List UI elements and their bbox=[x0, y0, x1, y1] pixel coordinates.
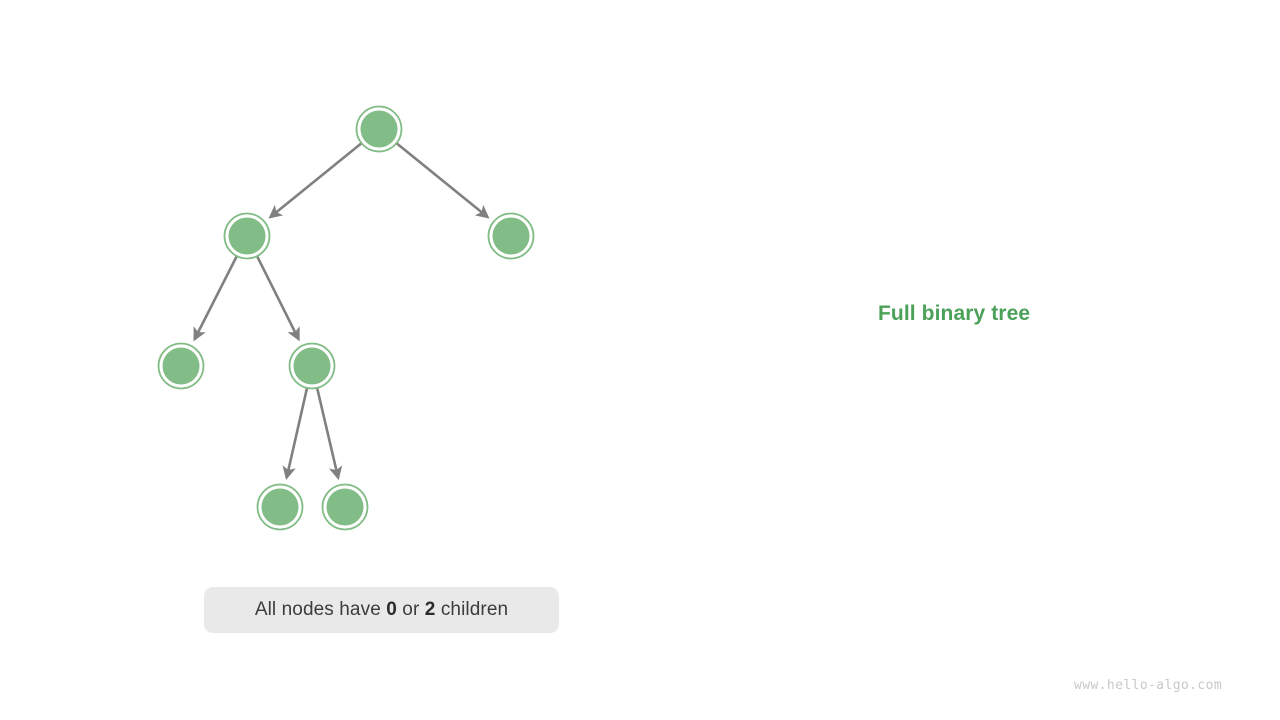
tree-node[interactable] bbox=[157, 342, 205, 390]
tree-edge bbox=[193, 255, 238, 342]
tree-node[interactable] bbox=[487, 212, 535, 260]
caption-badge: All nodes have 0 or 2 children bbox=[204, 587, 559, 633]
tree-node-core bbox=[360, 110, 398, 148]
caption-count-zero: 0 bbox=[386, 599, 397, 620]
tree-node-core bbox=[261, 488, 299, 526]
tree-edge bbox=[268, 142, 362, 219]
caption-middle: or bbox=[396, 599, 425, 620]
tree-node[interactable] bbox=[321, 483, 369, 531]
caption-suffix: children bbox=[435, 599, 509, 620]
tree-edge bbox=[256, 255, 300, 342]
tree-node-core bbox=[162, 347, 200, 385]
tree-node-outer-ring bbox=[487, 212, 535, 260]
tree-edge-layer bbox=[193, 142, 490, 481]
caption-count-two: 2 bbox=[424, 599, 436, 620]
tree-node-outer-ring bbox=[321, 483, 369, 531]
site-watermark: www.hello-algo.com bbox=[1074, 678, 1223, 693]
tree-node[interactable] bbox=[355, 105, 403, 153]
tree-node-core bbox=[293, 347, 331, 385]
page-title: Full binary tree bbox=[878, 302, 1031, 325]
tree-node[interactable] bbox=[256, 483, 304, 531]
caption-prefix: All nodes have bbox=[254, 599, 387, 620]
tree-node-outer-ring bbox=[256, 483, 304, 531]
tree-node[interactable] bbox=[288, 342, 336, 390]
caption-text: All nodes have 0 or 2 children bbox=[255, 599, 508, 621]
tree-node-outer-ring bbox=[355, 105, 403, 153]
tree-node-outer-ring bbox=[223, 212, 271, 260]
tree-edge bbox=[282, 388, 309, 481]
tree-edge bbox=[396, 142, 490, 219]
tree-node-core bbox=[326, 488, 364, 526]
tree-node-outer-ring bbox=[288, 342, 336, 390]
tree-node[interactable] bbox=[223, 212, 271, 260]
tree-node-outer-ring bbox=[157, 342, 205, 390]
tree-edge bbox=[315, 388, 343, 481]
tree-node-layer bbox=[157, 105, 535, 531]
tree-node-core bbox=[228, 217, 266, 255]
tree-node-core bbox=[492, 217, 530, 255]
